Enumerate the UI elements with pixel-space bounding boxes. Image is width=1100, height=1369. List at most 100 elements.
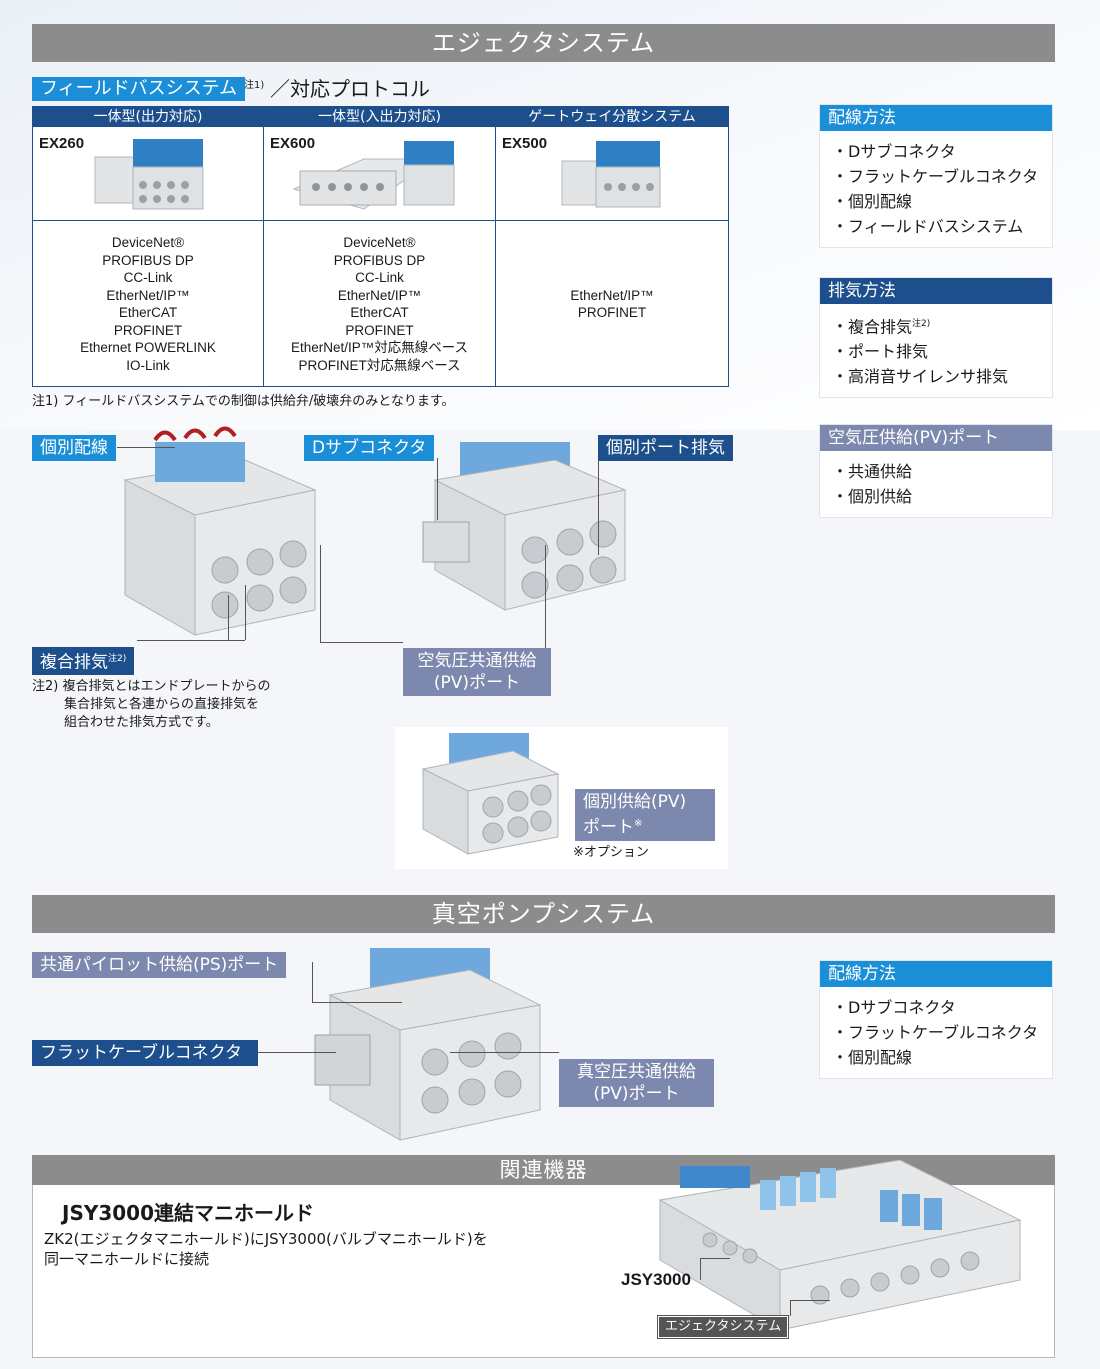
fieldbus-suffix: ／対応プロトコル [270, 77, 430, 101]
vacuum-wiring-method-box: 配線方法 Dサブコネクタ フラットケーブルコネクタ 個別配線 [820, 961, 1052, 1078]
column-header: ゲートウェイ分散システム [496, 107, 728, 127]
flat-cable-connector-label: フラットケーブルコネクタ [32, 1040, 258, 1066]
exhaust-method-box: 排気方法 複合排気注2) ポート排気 高消音サイレンサ排気 [820, 278, 1052, 398]
ex260-image [33, 129, 263, 221]
supply-port-list: 共通供給 個別供給 [820, 451, 1052, 517]
protocol-item: PROFIBUS DP [333, 252, 426, 268]
wiring-method-title: 配線方法 [820, 105, 1052, 131]
list-item: 共通供給 [832, 459, 1052, 484]
list-item: 高消音サイレンサ排気 [832, 364, 1052, 389]
protocol-item: DeviceNet® [111, 235, 185, 250]
ex500-image [496, 129, 728, 221]
note-2-line: 組合わせた排気方式です。 [64, 715, 219, 730]
jsy3000-heading: JSY3000連結マニホールド [62, 1201, 314, 1225]
leader-line [312, 1002, 402, 1003]
model-name: EX500 [502, 135, 548, 152]
composite-exhaust-label: 複合排気注2) [32, 647, 135, 675]
leader-line [545, 545, 546, 648]
protocol-list: DeviceNet® PROFIBUS DP CC-Link EtherNet/… [33, 222, 263, 386]
leader-line [245, 585, 246, 640]
protocol-list: DeviceNet® PROFIBUS DP CC-Link EtherNet/… [264, 222, 495, 386]
protocol-item: EtherNet/IP™対応無線ベース [290, 340, 469, 355]
leader-line [790, 1300, 791, 1316]
ejector-dsub-image [415, 430, 635, 620]
label-line: 空気圧共通供給 [417, 651, 537, 671]
note-mark: ※ [634, 818, 643, 829]
jsy3000-description: ZK2(エジェクタマニホールド)にJSY3000(バルブマニホールド)を 同一マ… [44, 1229, 488, 1269]
protocol-item: CC-Link [123, 270, 173, 285]
label-line-text: ポート [583, 817, 634, 838]
label-line: ポート※ [583, 813, 707, 839]
supply-port-title: 空気圧供給(PV)ポート [820, 425, 1052, 451]
protocol-item: PROFINET [577, 305, 647, 320]
protocol-item: Ethernet POWERLINK [80, 340, 216, 355]
supply-port-box: 空気圧供給(PV)ポート 共通供給 個別供給 [820, 425, 1052, 517]
description-line: 同一マニホールドに接続 [44, 1250, 210, 1268]
jsy3000-manifold-image [650, 1160, 1030, 1340]
protocol-item: EtherCAT [118, 305, 178, 320]
note-2-line: 集合排気と各連からの直接排気を [64, 697, 260, 712]
column-header: 一体型(入出力対応) [264, 107, 495, 127]
vacuum-pump-image [300, 940, 550, 1145]
composite-exhaust-text: 複合排気 [40, 652, 108, 673]
vacuum-pv-common-supply-label: 真空圧共通供給 (PV)ポート [559, 1059, 714, 1107]
pv-common-supply-label: 空気圧共通供給 (PV)ポート [403, 648, 551, 696]
option-note: ※オプション [573, 845, 649, 860]
label-line: 個別供給(PV) [583, 792, 687, 812]
list-item: Dサブコネクタ [832, 995, 1052, 1020]
model-name: EX600 [270, 135, 316, 152]
protocol-item: EtherCAT [350, 305, 409, 320]
protocol-item: IO-Link [126, 357, 170, 373]
leader-line [258, 1052, 336, 1053]
list-item-text: 複合排気 [848, 317, 913, 337]
leader-line [312, 962, 313, 1002]
protocol-column-ex500: ゲートウェイ分散システム EX500 EtherNet/IP™ PROFINET [496, 107, 728, 386]
protocol-item: DeviceNet® [343, 235, 416, 250]
protocol-item: EtherNet/IP™ [570, 287, 654, 303]
column-header: 一体型(出力対応) [33, 107, 263, 127]
note-mark: 注2) [108, 654, 127, 664]
leader-line [320, 642, 403, 643]
list-item: フラットケーブルコネクタ [832, 164, 1052, 189]
vacuum-wiring-method-list: Dサブコネクタ フラットケーブルコネクタ 個別配線 [820, 987, 1052, 1078]
ex600-image [264, 129, 495, 221]
individual-supply-image [421, 733, 560, 855]
leader-line [700, 1258, 730, 1259]
leader-line [137, 640, 245, 641]
individual-wiring-label: 個別配線 [32, 435, 116, 461]
protocol-table: 一体型(出力対応) EX260 DeviceNet® PROFIBUS DP C… [32, 106, 729, 387]
dsub-connector-label: Dサブコネクタ [304, 435, 435, 461]
protocol-item: PROFINET [113, 322, 183, 338]
leader-line [598, 460, 599, 555]
jsy3000-label: JSY3000 [621, 1270, 691, 1289]
label-line: 真空圧共通供給 [577, 1062, 696, 1082]
pv-individual-supply-label: 個別供給(PV) ポート※ [575, 789, 715, 841]
note-2-line: 注2) 複合排気とはエンドプレートからの [32, 679, 271, 694]
wiring-method-list: Dサブコネクタ フラットケーブルコネクタ 個別配線 フィールドバスシステム [820, 131, 1052, 247]
list-item: フィールドバスシステム [832, 214, 1052, 239]
model-name: EX260 [39, 135, 85, 152]
leader-line [437, 458, 438, 520]
ejector-section-title: エジェクタシステム [32, 24, 1055, 62]
leader-line [450, 1052, 559, 1053]
fieldbus-tag: フィールドバスシステム [32, 77, 246, 101]
vacuum-section-title: 真空ポンプシステム [32, 895, 1055, 933]
list-item: フラットケーブルコネクタ [832, 1020, 1052, 1045]
exhaust-method-title: 排気方法 [820, 278, 1052, 304]
description-line: ZK2(エジェクタマニホールド)にJSY3000(バルブマニホールド)を [44, 1230, 488, 1248]
leader-line [320, 545, 321, 642]
list-item: 個別供給 [832, 484, 1052, 509]
protocol-item: PROFINET [345, 322, 414, 338]
protocol-column-ex600: 一体型(入出力対応) EX600 DeviceNet® PROFIBUS DP … [264, 107, 496, 386]
protocol-item: EtherNet/IP™ [337, 287, 422, 303]
protocol-column-ex260: 一体型(出力対応) EX260 DeviceNet® PROFIBUS DP C… [33, 107, 264, 386]
wiring-method-box: 配線方法 Dサブコネクタ フラットケーブルコネクタ 個別配線 フィールドバスシス… [820, 105, 1052, 247]
list-item: ポート排気 [832, 339, 1052, 364]
leader-line [117, 447, 175, 448]
list-item: 個別配線 [832, 1045, 1052, 1070]
note-1: 注1) フィールドバスシステムでの制御は供給弁/破壊弁のみとなります。 [32, 394, 455, 409]
note-mark: 注2) [912, 319, 931, 329]
protocol-item: PROFINET対応無線ベース [298, 357, 461, 373]
fieldbus-note-mark: 注1) [244, 80, 265, 91]
leader-line [228, 595, 229, 640]
